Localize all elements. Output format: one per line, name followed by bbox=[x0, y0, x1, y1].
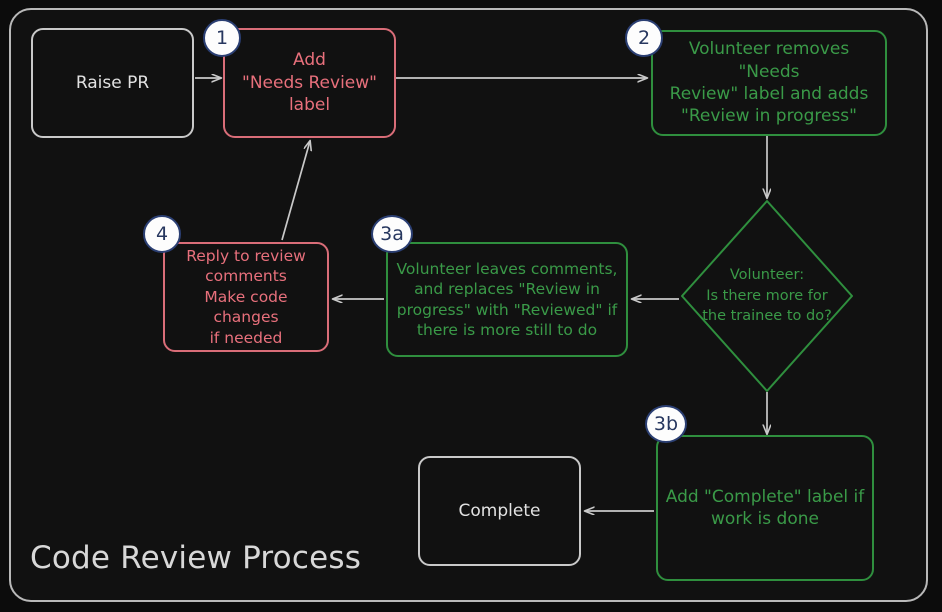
badge-step-3a-text: 3a bbox=[380, 223, 404, 245]
node-volunteer-review-label: Volunteer removes "Needs Review" label a… bbox=[669, 39, 869, 127]
node-add-complete-label: Add "Complete" label if work is done bbox=[665, 486, 865, 529]
badge-step-1: 1 bbox=[203, 19, 241, 57]
node-leaves-comments[interactable]: Volunteer leaves comments, and replaces … bbox=[386, 242, 628, 357]
node-complete[interactable]: Complete bbox=[418, 456, 581, 566]
diagram-title: Code Review Process bbox=[30, 540, 362, 576]
badge-step-4: 4 bbox=[143, 215, 181, 253]
badge-step-3a: 3a bbox=[371, 215, 413, 253]
badge-step-4-text: 4 bbox=[155, 223, 169, 245]
node-add-label[interactable]: Add "Needs Review" label bbox=[223, 28, 396, 138]
badge-step-3b: 3b bbox=[645, 405, 687, 443]
node-leaves-comments-label: Volunteer leaves comments, and replaces … bbox=[396, 259, 618, 339]
node-decision-label: Volunteer: Is there more for the trainee… bbox=[702, 267, 832, 325]
badge-step-3b-text: 3b bbox=[653, 413, 679, 435]
node-add-complete[interactable]: Add "Complete" label if work is done bbox=[656, 435, 874, 581]
decision-diamond-shape bbox=[681, 200, 853, 392]
node-decision[interactable]: Volunteer: Is there more for the trainee… bbox=[679, 198, 855, 394]
node-volunteer-review[interactable]: Volunteer removes "Needs Review" label a… bbox=[651, 30, 887, 136]
node-complete-label: Complete bbox=[458, 500, 541, 521]
node-add-label-label: Add "Needs Review" label bbox=[242, 50, 377, 116]
badge-step-1-text: 1 bbox=[215, 27, 229, 49]
node-raise-pr[interactable]: Raise PR bbox=[31, 28, 194, 138]
badge-step-2: 2 bbox=[625, 19, 663, 57]
badge-step-2-text: 2 bbox=[637, 27, 651, 49]
node-reply-comments-label: Reply to review comments Make code chang… bbox=[186, 246, 306, 347]
node-raise-pr-label: Raise PR bbox=[75, 72, 150, 93]
node-reply-comments[interactable]: Reply to review comments Make code chang… bbox=[163, 242, 329, 352]
